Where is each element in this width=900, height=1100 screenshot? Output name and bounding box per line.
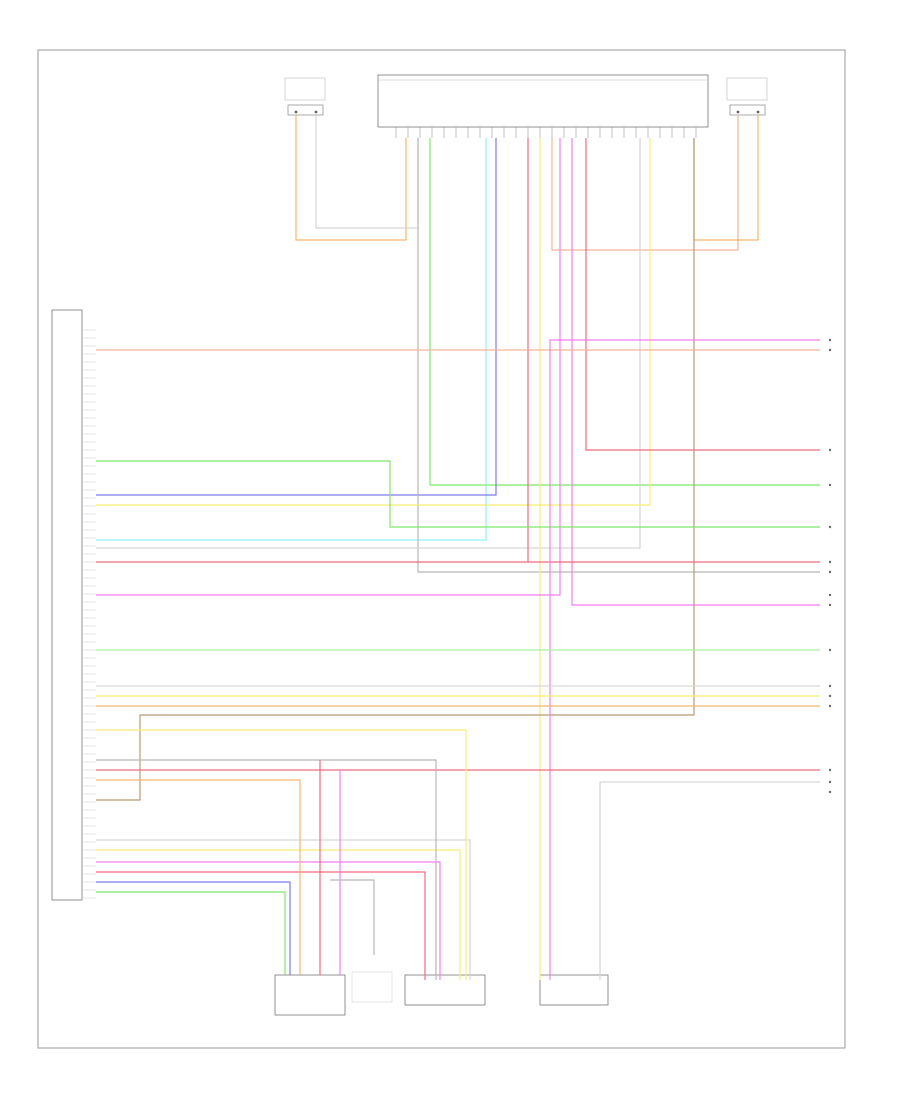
right-terminal <box>828 593 832 597</box>
bottom-module-right <box>539 974 609 1006</box>
right-terminal <box>828 525 832 529</box>
wire-right-speaker-gray <box>315 115 419 229</box>
bottom-module-left <box>274 974 346 1016</box>
wire-left-speaker-orange <box>693 115 759 241</box>
wire-pink-long <box>549 339 820 980</box>
right-terminal <box>828 780 832 784</box>
wire-group <box>96 115 820 980</box>
wire-red-872 <box>96 871 426 980</box>
right-speaker <box>284 77 326 116</box>
right-terminal <box>828 648 832 652</box>
right-terminal <box>828 684 832 688</box>
wire-right-speaker-orange <box>295 115 407 241</box>
wire-pink-2 <box>571 138 820 606</box>
wire-dark-gray-760 <box>96 759 437 980</box>
wire-yellow-850 <box>96 849 461 980</box>
wire-pink-862 <box>96 861 441 980</box>
wire-green-892 <box>96 891 286 975</box>
wire-pink-1 <box>96 138 561 596</box>
right-terminal <box>828 694 832 698</box>
wire-gray-1 <box>417 138 820 573</box>
right-terminal <box>828 768 832 772</box>
right-terminal <box>828 603 832 607</box>
main-harness-pins <box>82 329 96 899</box>
wire-gray-782 <box>599 781 820 980</box>
left-speaker <box>726 77 768 116</box>
wire-cyan <box>96 138 487 541</box>
right-terminals <box>828 338 832 794</box>
wire-blue <box>96 138 497 496</box>
diagram-frame <box>37 49 846 1049</box>
wire-yellow-730 <box>96 729 467 980</box>
wire-light-gray <box>96 138 641 549</box>
wire-orange-780 <box>96 779 301 975</box>
wire-green-1 <box>429 138 820 486</box>
stereo-module <box>377 74 709 138</box>
wire-blue-882 <box>96 881 291 975</box>
right-terminal <box>828 338 832 342</box>
right-terminal <box>828 560 832 564</box>
wire-ground <box>330 879 375 955</box>
right-terminal <box>828 348 832 352</box>
right-terminal <box>828 448 832 452</box>
bottom-module-ground <box>351 971 393 1003</box>
wire-brown <box>96 138 695 801</box>
wire-yellow-1 <box>96 138 651 506</box>
right-terminal <box>828 483 832 487</box>
bottom-module-center <box>404 974 486 1006</box>
wire-gray-840 <box>96 839 471 980</box>
wire-red-upper <box>585 138 820 451</box>
right-terminal <box>828 570 832 574</box>
main-harness-connector <box>51 309 96 901</box>
stereo-module-pins <box>395 127 697 138</box>
right-terminal <box>828 790 832 794</box>
right-terminal <box>828 704 832 708</box>
wire-green-2 <box>96 460 820 528</box>
wire-left-speaker-salmon <box>551 115 739 251</box>
